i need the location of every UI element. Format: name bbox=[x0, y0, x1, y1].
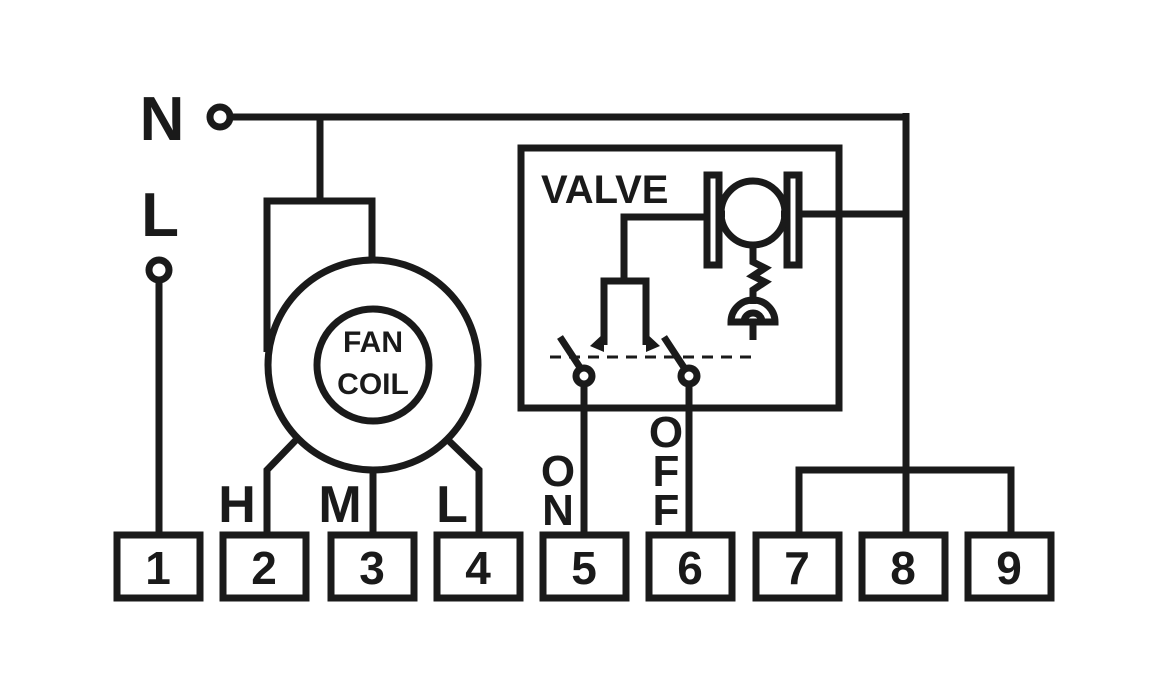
terminal-1-label: 1 bbox=[145, 542, 171, 594]
on-label-letter-1: O bbox=[541, 447, 575, 496]
valve-body-icon bbox=[717, 177, 789, 249]
valve-box: VALVE bbox=[517, 144, 906, 412]
fan-label: FAN bbox=[343, 326, 403, 359]
fan-neutral-bracket bbox=[263, 197, 376, 352]
high-speed-label: H bbox=[218, 476, 256, 534]
neutral-label: N bbox=[140, 85, 185, 154]
coil-label: COIL bbox=[337, 368, 409, 401]
terminal-3-label: 3 bbox=[359, 542, 385, 594]
on-label-letter-2: N bbox=[542, 486, 574, 535]
terminal-8 bbox=[858, 531, 949, 602]
off-switch-contact bbox=[677, 364, 701, 388]
fan-coil: FAN COIL bbox=[263, 197, 483, 535]
actuator-head-inner-icon bbox=[740, 309, 766, 323]
low-speed-label: L bbox=[436, 476, 468, 534]
terminal-6-label: 6 bbox=[677, 542, 703, 594]
off-switch-blade bbox=[661, 335, 688, 371]
on-switch-blade bbox=[557, 335, 584, 371]
valve-label: VALVE bbox=[541, 168, 668, 212]
terminal-2-label: 2 bbox=[251, 542, 277, 594]
terminal-4-label: 4 bbox=[465, 542, 491, 594]
line-label: L bbox=[141, 181, 179, 250]
terminal-5 bbox=[539, 531, 630, 602]
off-label-letter-3: F bbox=[653, 486, 680, 535]
valve-actuator-wire bbox=[620, 213, 707, 278]
terminal-strip: 1 2 3 4 5 6 7 8 9 bbox=[113, 531, 1055, 602]
terminal-8-label: 8 bbox=[890, 542, 916, 594]
neutral-jumper-7-9 bbox=[795, 466, 1015, 535]
valve-box-outline bbox=[517, 144, 843, 412]
fan-motor-outer bbox=[264, 256, 482, 474]
low-speed-wire bbox=[445, 437, 483, 535]
high-speed-wire bbox=[263, 437, 299, 535]
terminal-7-label: 7 bbox=[784, 542, 810, 594]
plunger-arrow-left-icon bbox=[590, 333, 604, 352]
valve-flange-left bbox=[703, 171, 723, 269]
terminal-2 bbox=[219, 531, 310, 602]
neutral-terminal bbox=[206, 103, 234, 131]
terminal-4 bbox=[433, 531, 524, 602]
line-terminal bbox=[145, 256, 173, 284]
medium-speed-label: M bbox=[318, 476, 361, 534]
plunger-arrow-right-icon bbox=[646, 333, 660, 352]
off-label-letter-1: O bbox=[649, 408, 683, 457]
terminal-1 bbox=[113, 531, 204, 602]
terminal-9-label: 9 bbox=[996, 542, 1022, 594]
terminal-5-label: 5 bbox=[571, 542, 597, 594]
off-label-letter-2: F bbox=[653, 447, 680, 496]
valve-flange-right bbox=[783, 171, 803, 269]
terminal-6 bbox=[645, 531, 736, 602]
terminal-7 bbox=[752, 531, 843, 602]
terminal-9 bbox=[964, 531, 1055, 602]
fan-motor-inner bbox=[313, 305, 433, 425]
terminal-3 bbox=[327, 531, 418, 602]
actuator-head-icon bbox=[727, 296, 779, 326]
actuator-spring-icon bbox=[746, 245, 772, 304]
on-switch-contact bbox=[572, 364, 596, 388]
switch-plunger bbox=[600, 277, 650, 345]
